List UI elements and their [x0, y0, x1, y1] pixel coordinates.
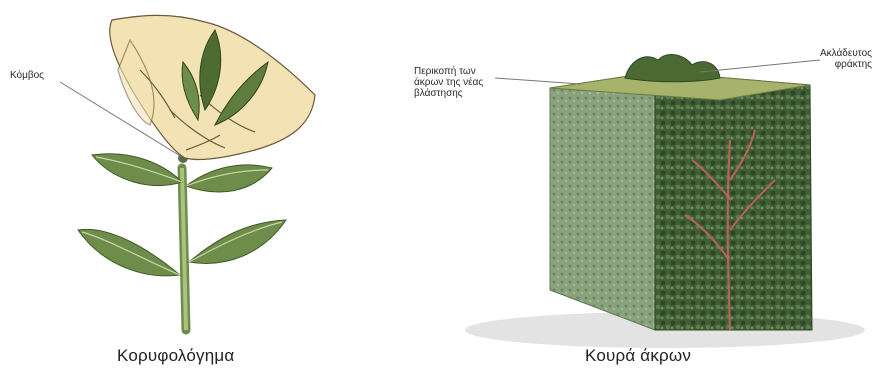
leaf-lower-right — [189, 220, 286, 263]
unpruned-growth — [625, 55, 720, 82]
cut-leader-line — [495, 78, 580, 84]
hedge-front-face — [655, 72, 812, 330]
pinching-panel: Κόμβος Κορυφολόγημα — [0, 0, 420, 374]
hedge-panel: Περικοπή των άκρων της νέας βλάστησης Ακ… — [400, 0, 894, 374]
node-label: Κόμβος — [10, 70, 44, 81]
cut-label: Περικοπή των άκρων της νέας βλάστησης — [414, 66, 483, 99]
hedge-side-face — [550, 72, 655, 330]
pinching-caption: Κορυφολόγημα — [117, 346, 234, 366]
leaf-upper-right — [186, 165, 272, 192]
pinching-illustration — [0, 0, 420, 374]
hedge-caption: Κουρά άκρων — [585, 346, 691, 366]
unpruned-leader-line — [700, 60, 820, 72]
unpruned-hedge-label: Ακλάδευτος φράκτης — [820, 48, 872, 70]
